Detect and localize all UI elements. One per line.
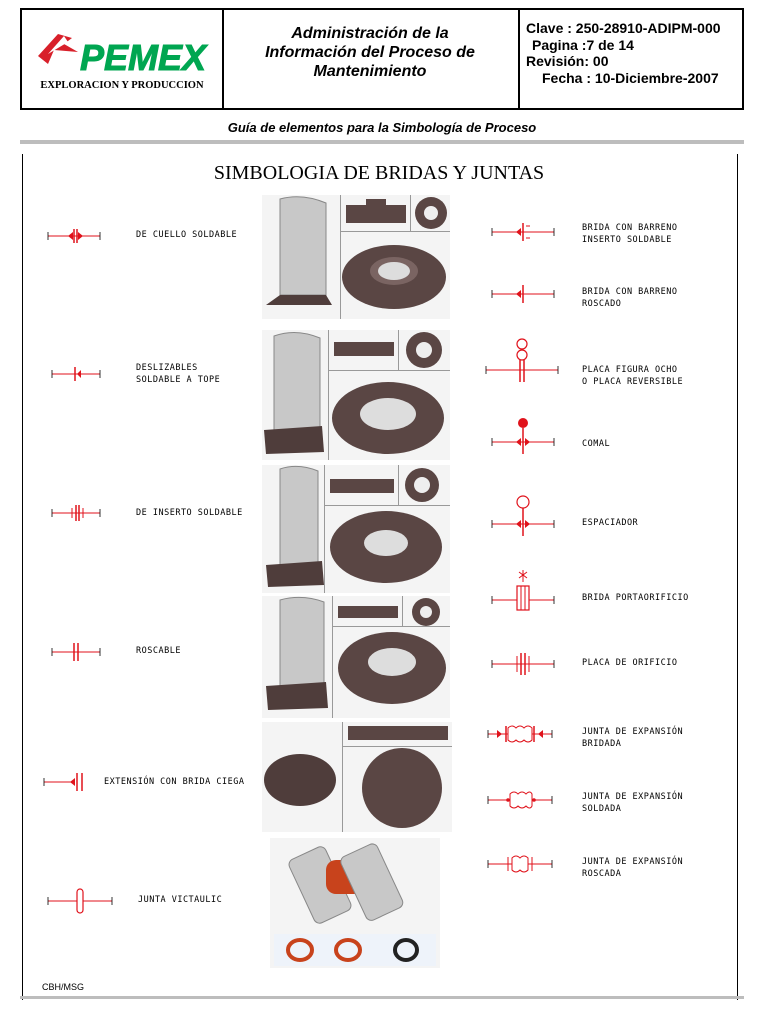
slip-on-flange-symbol-icon bbox=[51, 367, 101, 381]
weld-neck-flange-symbol-icon bbox=[47, 229, 101, 243]
figure-eight-blind-symbol-icon bbox=[485, 338, 559, 382]
brand-wordmark: PEMEX bbox=[80, 37, 208, 78]
right-label-3: PLACA FIGURA OCHO O PLACA REVERSIBLE bbox=[582, 365, 684, 387]
clave-field: Clave : 250-28910-ADIPM-000 bbox=[526, 20, 721, 36]
page-title: SIMBOLOGIA DE BRIDAS Y JUNTAS bbox=[213, 162, 545, 184]
blind-flange-symbol-icon bbox=[43, 773, 83, 791]
left-label-5: EXTENSIÓN CON BRIDA CIEGA bbox=[104, 777, 245, 787]
slip-on-flange-photo bbox=[262, 330, 450, 460]
threaded-flange-symbol-icon bbox=[51, 643, 101, 661]
right-label-1: BRIDA CON BARRENO INSERTO SOLDABLE bbox=[582, 223, 678, 245]
threaded-expansion-joint-symbol-icon bbox=[487, 855, 553, 873]
division-label: EXPLORACION Y PRODUCCION bbox=[40, 80, 204, 91]
threaded-bored-flange-symbol-icon bbox=[491, 285, 555, 303]
document-info-cell: Clave : 250-28910-ADIPM-000 Pagina :7 de… bbox=[518, 10, 742, 108]
flanged-expansion-joint-symbol-icon bbox=[487, 725, 553, 743]
blind-flange-photo bbox=[262, 722, 452, 832]
left-label-6: JUNTA VICTAULIC bbox=[138, 895, 223, 905]
socket-weld-bored-flange-symbol-icon bbox=[491, 223, 555, 241]
welded-expansion-joint-symbol-icon bbox=[487, 791, 553, 809]
victaulic-coupling-photo bbox=[270, 838, 440, 968]
weld-neck-flange-photo bbox=[262, 195, 450, 319]
victaulic-joint-symbol-icon bbox=[47, 888, 113, 914]
fecha-field: Fecha : 10-Diciembre-2007 bbox=[542, 69, 719, 86]
document-info: Clave : 250-28910-ADIPM-000 Pagina :7 de… bbox=[526, 20, 721, 86]
revision-field: Revisión: 00 bbox=[526, 53, 609, 69]
left-label-2: DESLIZABLES SOLDABLE A TOPE bbox=[136, 363, 221, 385]
right-label-5: ESPACIADOR bbox=[582, 518, 639, 528]
orifice-flange-symbol-icon bbox=[491, 570, 555, 611]
right-label-2: BRIDA CON BARRENO ROSCADO bbox=[582, 287, 678, 309]
logo-cell: PEMEX EXPLORACION Y PRODUCCION bbox=[22, 10, 224, 108]
left-label-4: ROSCABLE bbox=[136, 646, 181, 656]
header-title-cell: Administración de la Información del Pro… bbox=[222, 10, 520, 108]
pemex-logo-icon: PEMEX bbox=[38, 34, 209, 79]
threaded-flange-photo bbox=[262, 596, 450, 718]
content-frame bbox=[22, 154, 738, 1000]
right-label-6: BRIDA PORTAORIFICIO bbox=[582, 593, 689, 603]
left-label-1: DE CUELLO SOLDABLE bbox=[136, 230, 238, 240]
right-label-10: JUNTA DE EXPANSIÓN ROSCADA bbox=[582, 857, 684, 879]
right-label-4: COMAL bbox=[582, 439, 611, 449]
socket-weld-flange-symbol-icon bbox=[51, 505, 101, 521]
right-label-8: JUNTA DE EXPANSIÓN BRIDADA bbox=[582, 727, 684, 749]
orifice-plate-symbol-icon bbox=[491, 653, 555, 675]
top-rule bbox=[20, 140, 744, 144]
footer-initials: CBH/MSG bbox=[42, 982, 85, 992]
socket-weld-flange-photo bbox=[262, 465, 450, 593]
spacer-symbol-icon bbox=[491, 495, 555, 536]
right-label-7: PLACA DE ORIFICIO bbox=[582, 658, 678, 668]
page-subtitle: Guía de elementos para la Simbología de … bbox=[227, 120, 537, 135]
pagina-field: Pagina :7 de 14 bbox=[532, 36, 634, 53]
left-label-3: DE INSERTO SOLDABLE bbox=[136, 508, 243, 518]
bottom-rule bbox=[20, 996, 744, 999]
spectacle-blind-closed-symbol-icon bbox=[491, 418, 555, 454]
header-title: Administración de la Información del Pro… bbox=[265, 25, 475, 80]
right-label-9: JUNTA DE EXPANSIÓN SOLDADA bbox=[582, 792, 684, 814]
document-header: PEMEX EXPLORACION Y PRODUCCION Administr… bbox=[20, 8, 744, 110]
